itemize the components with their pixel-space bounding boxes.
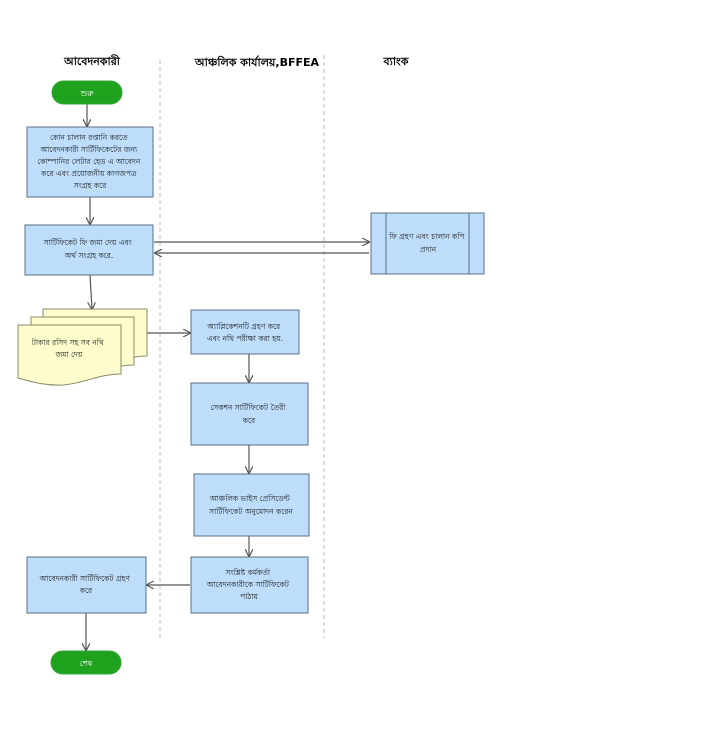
step-apply-line: আবেদনকারী সার্টিফিকেটের জন্য <box>39 144 137 154</box>
step-apply-line: সংগ্রহ করে <box>73 181 107 190</box>
end-label: শেষ <box>80 659 93 668</box>
svg-text:অ্যাপ্লিকেশনটি গ্রহণ করে: অ্যাপ্লিকেশনটি গ্রহণ করে এবং নথি পরীক্ষা… <box>206 321 283 343</box>
step-documents-line: টাকার রসিদ সহ সব নথি <box>31 337 105 347</box>
step-fee-line: সার্টিফিকেট ফি জমা দেয় এবং <box>43 237 133 247</box>
connectors <box>86 104 369 650</box>
svg-text:সার্টিফিকেট ফি জমা দেয় এবং: সার্টিফিকেট ফি জমা দেয় এবং অর্থ সংগ্রহ … <box>43 237 134 260</box>
step-receive: অ্যাপ্লিকেশনটি গ্রহণ করে এবং নথি পরীক্ষা… <box>190 309 300 355</box>
step-prepare: সেকশন সার্টিফিকেট তৈরী করে <box>190 382 309 446</box>
start-terminal: শুরু <box>51 80 123 105</box>
svg-text:ফি গ্রহণ এবং চালান কপি প: ফি গ্রহণ এবং চালান কপি প্রদান <box>388 232 467 254</box>
step-apply-line: করে এবং প্রয়োজনীয় কাগজপত্র <box>40 168 137 178</box>
step-approve-line: আঞ্চলিক ভাইস প্রেসিডেন্ট <box>209 494 291 503</box>
step-prepare-line: সেকশন সার্টিফিকেট তৈরী <box>210 402 286 412</box>
step-bank-line: ফি গ্রহণ এবং চালান কপি <box>388 232 465 241</box>
step-send-line: সংশ্লিষ্ট কর্মকর্তা <box>225 568 271 577</box>
step-bank: ফি গ্রহণ এবং চালান কপি প্রদান <box>370 212 485 275</box>
step-prepare-line: করে <box>242 416 256 425</box>
step-bank-line: প্রদান <box>420 245 437 254</box>
end-terminal: শেষ <box>50 650 122 675</box>
step-receive-line: এবং নথি পরীক্ষা করা হয়. <box>207 333 283 343</box>
arrow-fee-to-documents <box>90 274 92 309</box>
start-label: শুরু <box>79 89 94 98</box>
step-fee-line: অর্থ সংগ্রহ করে. <box>64 251 114 260</box>
step-fee: সার্টিফিকেট ফি জমা দেয় এবং অর্থ সংগ্রহ … <box>24 224 154 276</box>
svg-text:আঞ্চলিক ভাইস প্রেসিডেন্ট: আঞ্চলিক ভাইস প্রেসিডেন্ট সার্টিফিকেট অনু… <box>208 494 293 516</box>
step-send-line: পাঠায় <box>240 591 258 601</box>
lane-title-bank: ব্যাংক <box>383 55 410 68</box>
step-collect-line: আবেদনকারী সার্টিফিকেট গ্রহণ <box>39 573 131 583</box>
step-send: সংশ্লিষ্ট কর্মকর্তা আবেদনকারীকে সার্টিফি… <box>190 556 309 614</box>
step-documents: টাকার রসিদ সহ সব নথি জমা দেয় <box>17 308 148 386</box>
svg-text:টাকার রসিদ সহ সব নথি জমা: টাকার রসিদ সহ সব নথি জমা দেয় <box>31 337 106 359</box>
step-apply: কোন চালান রপ্তানি করতে আবেদনকারী সার্টিফ… <box>26 126 154 198</box>
svg-text:সেকশন সার্টিফিকেট তৈরী ক: সেকশন সার্টিফিকেট তৈরী করে <box>210 402 288 425</box>
step-documents-line: জমা দেয় <box>55 350 83 359</box>
lane-title-regional-office: আঞ্চলিক কার্যালয়,BFFEA <box>194 55 320 69</box>
step-collect: আবেদনকারী সার্টিফিকেট গ্রহণ করে <box>26 556 147 614</box>
step-approve-line: সার্টিফিকেট অনুমোদন করেন <box>208 506 293 516</box>
step-apply-line: কোম্পানির লেটার হেড এ আবেদন <box>37 156 141 166</box>
svg-text:সংশ্লিষ্ট কর্মকর্তা আবেদ: সংশ্লিষ্ট কর্মকর্তা আবেদনকারীকে সার্টিফি… <box>206 568 291 601</box>
step-receive-line: অ্যাপ্লিকেশনটি গ্রহণ করে <box>206 321 281 331</box>
step-approve: আঞ্চলিক ভাইস প্রেসিডেন্ট সার্টিফিকেট অনু… <box>193 473 310 537</box>
lane-title-applicant: আবেদনকারী <box>63 54 121 68</box>
step-send-line: আবেদনকারীকে সার্টিফিকেট <box>206 579 290 589</box>
step-apply-line: কোন চালান রপ্তানি করতে <box>50 133 129 142</box>
svg-text:আবেদনকারী সার্টিফিকেট গ্রহণ: আবেদনকারী সার্টিফিকেট গ্রহণ করে <box>39 573 133 595</box>
step-collect-line: করে <box>79 586 93 595</box>
svg-text:কোন চালান রপ্তানি করতে আ: কোন চালান রপ্তানি করতে আবেদনকারী সার্টিফ… <box>37 133 143 190</box>
